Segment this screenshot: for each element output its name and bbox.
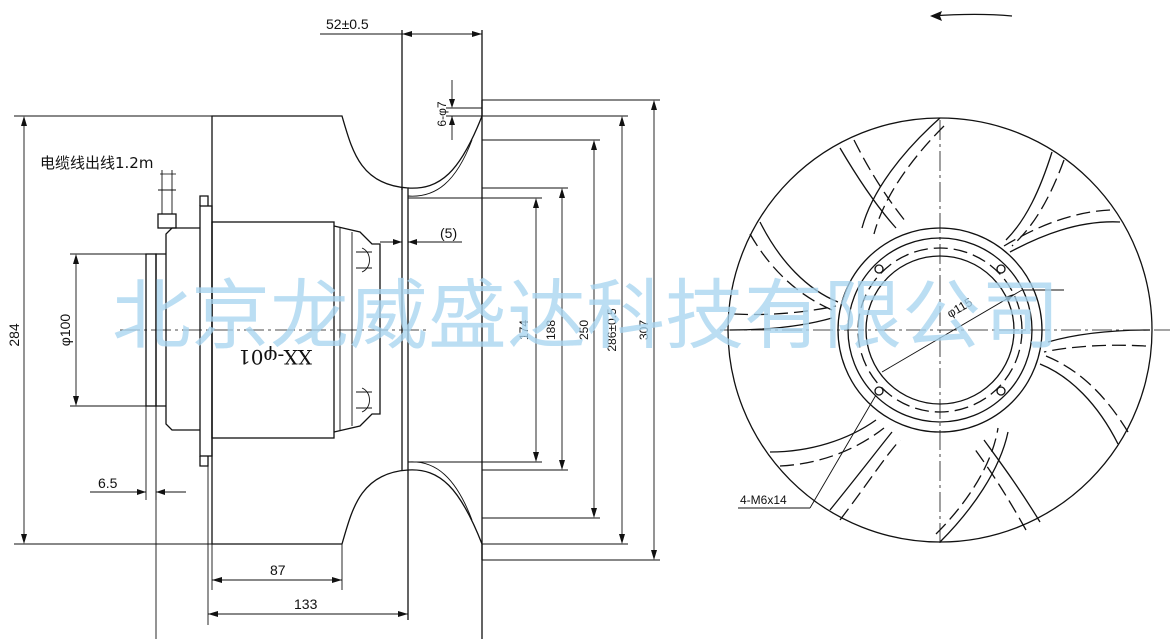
dim-top-width: 52±0.5 [326, 16, 369, 32]
model-label: XX-φ01 [238, 345, 312, 369]
mount-hole [874, 386, 884, 396]
mount-hole [874, 264, 884, 274]
side-view: 284 φ100 6.5 87 133 52±0.5 [6, 16, 660, 639]
watermark: 北京龙威盛达科技有限公司 [112, 271, 1060, 360]
dim-hole-pattern: 6-φ7 [435, 101, 449, 126]
mounting-flange [199, 205, 213, 457]
dim-shaft-diameter: φ100 [57, 314, 73, 347]
impeller-blades [729, 117, 1151, 543]
dim-thread-holes: 4-M6x14 [740, 493, 787, 507]
cable-gland [157, 213, 177, 229]
hub-outer-ring [837, 227, 1043, 433]
dim-flange-offset: 6.5 [98, 475, 118, 491]
dim-length-long: 133 [294, 596, 318, 612]
hub-inner-ring [865, 255, 1015, 405]
dim-307: 307 [637, 320, 651, 340]
front-view: φ115 4-M6x14 [720, 11, 1170, 545]
mount-hole [996, 386, 1006, 396]
impeller-profile [407, 100, 483, 560]
arrow-left-icon [930, 11, 1013, 21]
mount-hole [996, 264, 1006, 274]
dim-174: 174 [517, 320, 531, 340]
dim-gap: (5) [440, 225, 457, 241]
dim-length-short: 87 [270, 562, 286, 578]
dim-188: 188 [544, 320, 558, 340]
dim-250: 250 [577, 320, 591, 340]
dim-total-height: 284 [6, 323, 22, 347]
dim-286: 286±0.5 [605, 308, 619, 352]
cable-note: 电缆线出线1.2m [40, 154, 153, 172]
vertical-dimensions: 174 188 250 286±0.5 307 [408, 99, 660, 561]
